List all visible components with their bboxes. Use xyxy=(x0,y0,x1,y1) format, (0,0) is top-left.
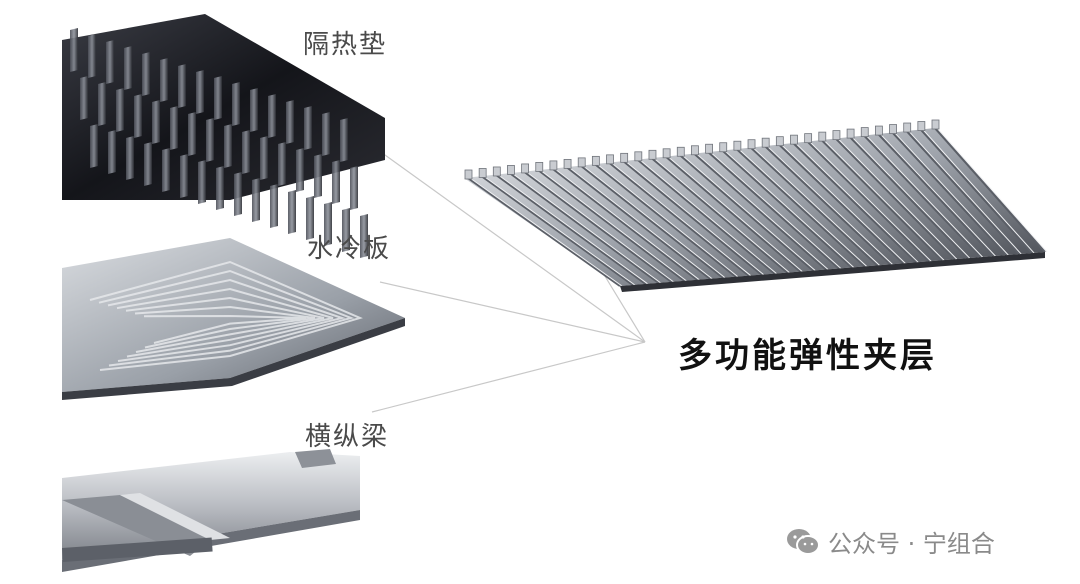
cold-plate-illustration xyxy=(62,238,405,400)
leader-lines xyxy=(371,149,646,413)
elastic-interlayer-illustration xyxy=(464,119,1048,292)
leader-line-layer xyxy=(599,267,646,343)
leader-line-pad xyxy=(377,149,646,343)
wechat-icon xyxy=(787,528,820,555)
leader-line-beam xyxy=(371,341,646,413)
watermark-text: 公众号 · 宁组合 xyxy=(828,530,995,558)
elastic-interlayer-label: 多功能弹性夹层 xyxy=(678,336,937,376)
beams-label: 横纵梁 xyxy=(305,422,390,452)
insulation-pad-label: 隔热垫 xyxy=(303,30,388,60)
insulation-pad-illustration xyxy=(62,14,385,258)
leader-line-plate xyxy=(379,281,646,343)
beams-illustration xyxy=(62,449,360,572)
watermark: 公众号 · 宁组合 xyxy=(786,524,995,559)
cold-plate-label: 水冷板 xyxy=(307,234,392,264)
